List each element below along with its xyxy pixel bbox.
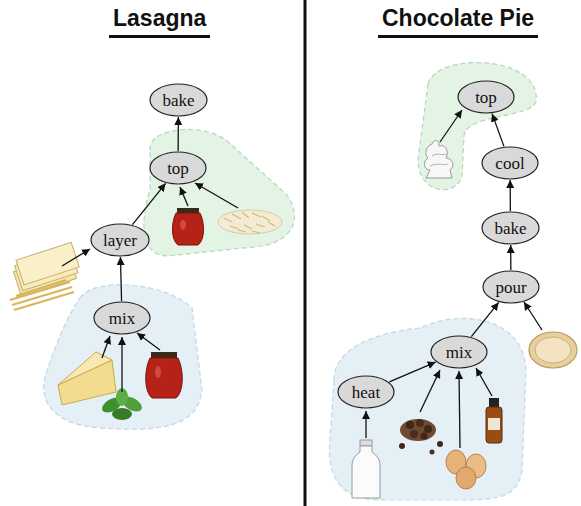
step-ellipse: cool	[481, 146, 539, 180]
chocolate-chips-picture	[399, 419, 443, 455]
group-region	[144, 129, 295, 256]
step-ellipse: bake	[481, 211, 540, 245]
step-label: bake	[162, 92, 194, 109]
flow-arrow	[132, 183, 165, 224]
panel-divider	[304, 0, 307, 506]
step-label: cool	[495, 155, 524, 172]
flow-arrow	[120, 257, 121, 301]
step-ellipse: bake	[149, 83, 208, 117]
step-ellipse: pour	[482, 270, 540, 304]
flow-arrow	[389, 362, 435, 382]
step-label: bake	[494, 220, 526, 237]
step-ellipse: layer	[90, 223, 150, 257]
grated-cheese-picture	[218, 210, 282, 234]
sauce-jar-picture	[146, 352, 183, 398]
vanilla-bottle-picture	[486, 398, 502, 443]
pasta-sheets-picture	[10, 242, 82, 310]
step-label: mix	[109, 310, 135, 327]
group-region	[418, 63, 536, 190]
sauce-jar-picture	[172, 208, 203, 245]
step-label: layer	[103, 232, 137, 249]
pie-crust-picture	[529, 332, 577, 368]
flow-arrow	[471, 302, 498, 336]
step-ellipse: mix	[430, 335, 488, 369]
step-ellipse: heat	[337, 375, 395, 409]
step-label: pour	[495, 279, 526, 296]
group-region	[329, 318, 526, 500]
step-ellipse: top	[457, 80, 515, 114]
flow-arrow	[510, 245, 512, 270]
flow-arrow	[177, 117, 179, 151]
cheese-block-picture	[58, 352, 116, 405]
step-label: top	[475, 89, 497, 106]
step-ellipse: top	[149, 151, 207, 185]
flow-arrow	[492, 114, 504, 147]
step-ellipse: mix	[93, 301, 151, 335]
step-label: heat	[352, 384, 380, 401]
group-region	[44, 285, 202, 430]
milk-bottle-picture	[352, 440, 380, 498]
basil-picture	[99, 388, 144, 420]
panel-title: Chocolate Pie	[378, 4, 538, 38]
step-label: top	[167, 160, 189, 177]
whipped-cream-picture	[424, 140, 453, 178]
step-label: mix	[446, 344, 472, 361]
ingredient-arrow	[62, 183, 238, 392]
flow-arrow	[509, 180, 511, 211]
eggs-picture	[446, 450, 486, 489]
panel-title: Lasagna	[109, 4, 210, 38]
